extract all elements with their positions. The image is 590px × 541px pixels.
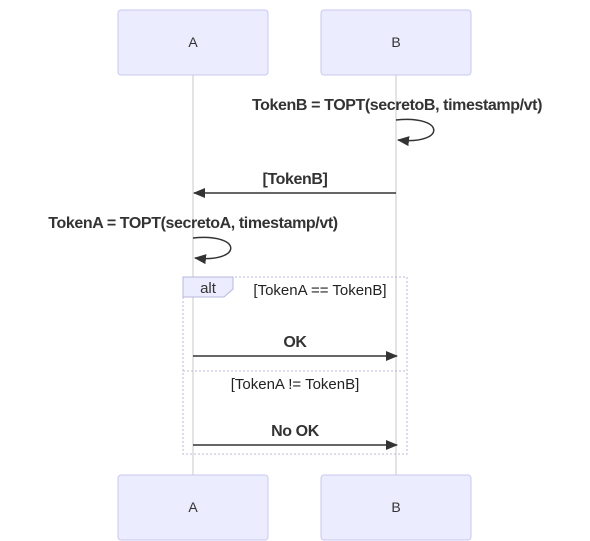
participant-b-bottom-label: B [391, 499, 400, 515]
alt-frame [182, 276, 408, 455]
message-5-label: No OK [271, 423, 320, 440]
participant-b-top-label: B [391, 34, 400, 50]
message-3-self-arrow [192, 236, 232, 265]
participant-a-bottom[interactable]: A [117, 474, 269, 541]
participant-b-top[interactable]: B [320, 9, 472, 76]
message-3-label: TokenA = TOPT(secretoA, timestamp/vt) [48, 215, 337, 232]
alt-condition-1: [TokenA == TokenB] [253, 282, 386, 299]
alt-condition-2: [TokenA != TokenB] [231, 376, 360, 393]
participant-a-top-label: A [188, 34, 198, 50]
message-2-label: [TokenB] [263, 171, 328, 188]
message-1-label: TokenB = TOPT(secretoB, timestamp/vt) [252, 97, 542, 114]
message-4-label: OK [283, 334, 307, 351]
alt-keyword-box: alt [182, 276, 234, 298]
alt-keyword: alt [200, 280, 217, 297]
message-1-self-arrow [395, 118, 435, 147]
participant-b-bottom[interactable]: B [320, 474, 472, 541]
participant-a-top[interactable]: A [117, 9, 269, 76]
participant-a-bottom-label: A [188, 499, 198, 515]
